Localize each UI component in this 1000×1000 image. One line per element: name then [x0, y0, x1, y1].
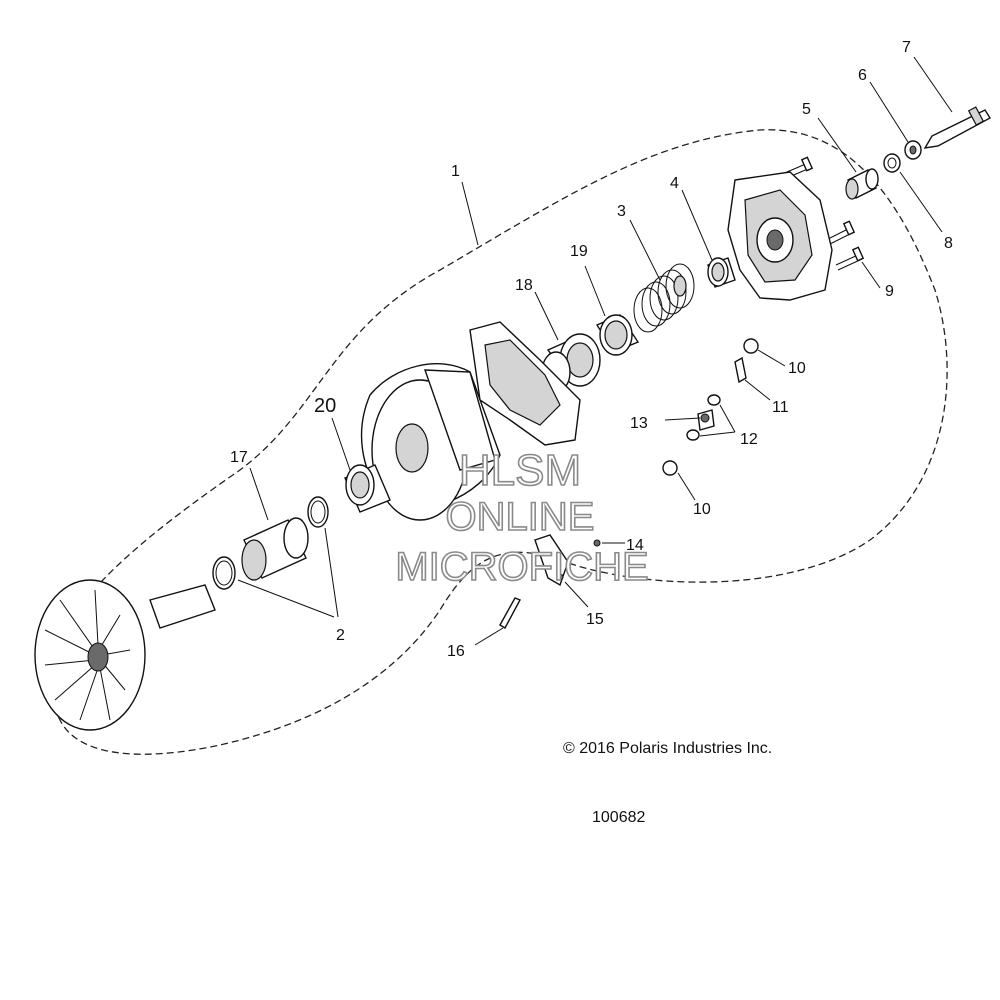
watermark: HLSM ONLINE MICROFICHE: [395, 445, 650, 590]
callout-13: 13: [630, 415, 648, 432]
callout-6: 6: [858, 67, 867, 84]
callout-20: 20: [314, 395, 336, 417]
callout-16: 16: [447, 643, 465, 660]
callout-9: 9: [885, 283, 894, 300]
callout-18: 18: [515, 277, 533, 294]
callout-19: 19: [570, 243, 588, 260]
bolt-short-part[interactable]: [779, 156, 865, 271]
callout-2: 2: [336, 627, 345, 644]
callout-8: 8: [944, 235, 953, 252]
callout-3: 3: [617, 203, 626, 220]
figure-number: 100682: [592, 809, 645, 826]
callout-4: 4: [670, 175, 679, 192]
bolt-long-part[interactable]: [923, 106, 991, 149]
pin-16-part[interactable]: [499, 597, 521, 629]
callout-7: 7: [902, 39, 911, 56]
sleeve-part[interactable]: [241, 517, 309, 581]
callout-15: 15: [586, 611, 604, 628]
screw-14-part[interactable]: [593, 539, 601, 547]
callout-10a: 10: [788, 360, 806, 377]
stationary-sheave-part[interactable]: [34, 579, 216, 731]
callout-1: 1: [451, 163, 460, 180]
washer-flat-part[interactable]: [883, 153, 901, 173]
roller-part[interactable]: [662, 338, 759, 476]
spring-part[interactable]: [633, 263, 695, 333]
callout-11: 11: [772, 399, 789, 416]
callout-5: 5: [802, 101, 811, 118]
retaining-ring-part[interactable]: [212, 496, 329, 590]
callout-10b: 10: [693, 501, 711, 518]
flyweight-15-part[interactable]: [534, 534, 569, 587]
leader-lines: [237, 56, 953, 646]
moveable-sheave-part[interactable]: [360, 321, 581, 521]
bushing-part[interactable]: [707, 257, 736, 288]
nut-part[interactable]: [686, 394, 721, 441]
watermark-line-2: ONLINE: [446, 495, 595, 539]
bushing-13-part[interactable]: [697, 409, 715, 431]
assembly-boundary: [49, 129, 948, 755]
bushing-20-part[interactable]: [344, 464, 391, 513]
ring-part[interactable]: [595, 314, 640, 356]
washer-small-part[interactable]: [904, 140, 922, 160]
copyright-text: © 2016 Polaris Industries Inc.: [563, 740, 772, 757]
callout-17: 17: [230, 449, 248, 466]
watermark-line-3: MICROFICHE: [395, 545, 648, 589]
cover-plate-part[interactable]: [727, 171, 833, 301]
spacer-part[interactable]: [845, 168, 879, 200]
watermark-line-1: HLSM: [459, 446, 581, 495]
callout-14: 14: [626, 537, 644, 554]
callout-12: 12: [740, 431, 758, 448]
pin-part[interactable]: [734, 356, 747, 384]
